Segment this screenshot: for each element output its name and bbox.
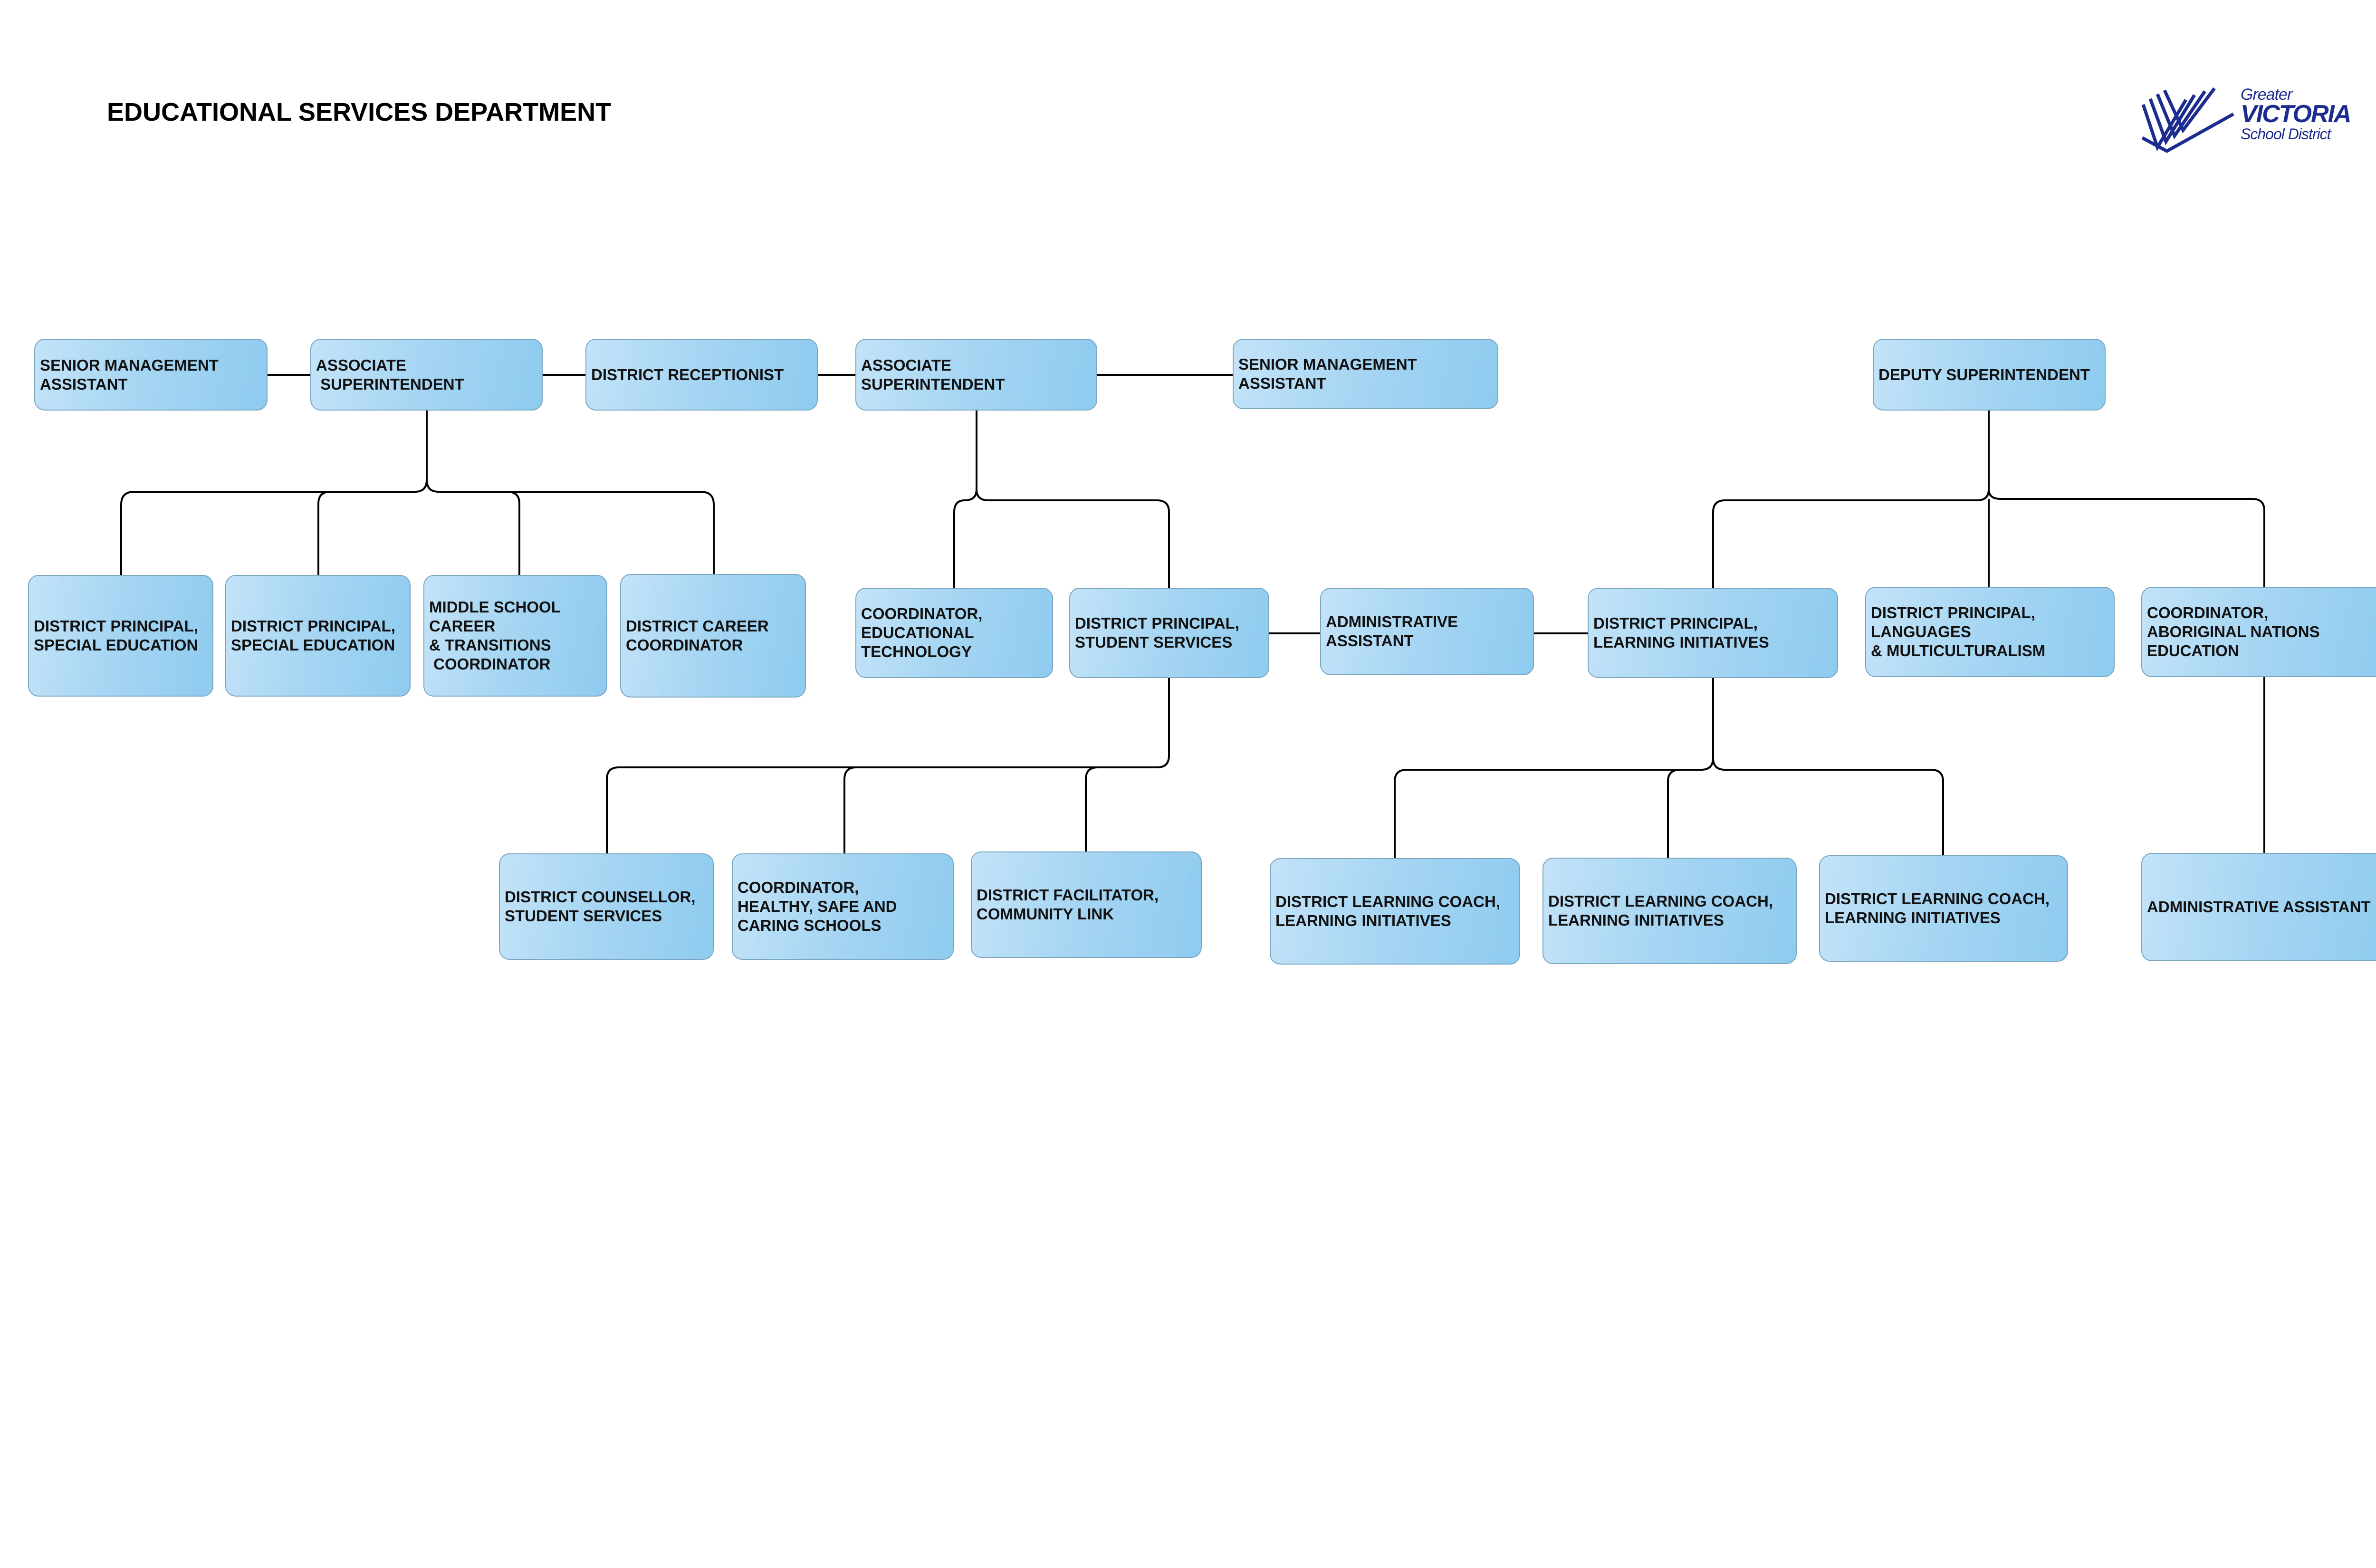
associate-superintendent-middle: ASSOCIATE SUPERINTENDENT: [855, 339, 1097, 411]
senior-management-assistant-middle: SENIOR MANAGEMENT ASSISTANT: [1233, 339, 1498, 409]
district-principal-special-education-1: DISTRICT PRINCIPAL, SPECIAL EDUCATION: [28, 575, 213, 697]
middle-school-career-transitions-coordinator: MIDDLE SCHOOL CAREER & TRANSITIONS COORD…: [423, 575, 607, 697]
district-receptionist: DISTRICT RECEPTIONIST: [585, 339, 818, 411]
associate-superintendent-left: ASSOCIATE SUPERINTENDENT: [310, 339, 543, 411]
district-counsellor-student-services: DISTRICT COUNSELLOR, STUDENT SERVICES: [499, 853, 714, 960]
district-career-coordinator: DISTRICT CAREER COORDINATOR: [620, 574, 806, 698]
deputy-superintendent: DEPUTY SUPERINTENDENT: [1873, 339, 2106, 411]
district-principal-learning-initiatives: DISTRICT PRINCIPAL, LEARNING INITIATIVES: [1588, 588, 1838, 678]
coordinator-aboriginal-nations-education: COORDINATOR, ABORIGINAL NATIONS EDUCATIO…: [2141, 587, 2376, 677]
administrative-assistant-right: ADMINISTRATIVE ASSISTANT: [2141, 853, 2376, 961]
district-facilitator-community-link: DISTRICT FACILITATOR, COMMUNITY LINK: [971, 851, 1202, 958]
administrative-assistant-middle: ADMINISTRATIVE ASSISTANT: [1320, 588, 1534, 675]
district-learning-coach-2: DISTRICT LEARNING COACH, LEARNING INITIA…: [1542, 858, 1797, 964]
district-principal-languages-multiculturalism: DISTRICT PRINCIPAL, LANGUAGES & MULTICUL…: [1865, 587, 2115, 677]
district-learning-coach-1: DISTRICT LEARNING COACH, LEARNING INITIA…: [1270, 858, 1520, 965]
school-district-logo-icon: [2141, 87, 2234, 153]
district-principal-student-services: DISTRICT PRINCIPAL, STUDENT SERVICES: [1069, 588, 1269, 678]
coordinator-healthy-safe-caring-schools: COORDINATOR, HEALTHY, SAFE AND CARING SC…: [732, 853, 954, 960]
senior-management-assistant-left: SENIOR MANAGEMENT ASSISTANT: [34, 339, 268, 411]
logo-wordmark: Greater VICTORIA School District: [2241, 86, 2352, 143]
coordinator-educational-technology: COORDINATOR, EDUCATIONAL TECHNOLOGY: [855, 588, 1053, 678]
district-learning-coach-3: DISTRICT LEARNING COACH, LEARNING INITIA…: [1819, 855, 2068, 962]
page-title: EDUCATIONAL SERVICES DEPARTMENT: [107, 98, 612, 126]
district-principal-special-education-2: DISTRICT PRINCIPAL, SPECIAL EDUCATION: [225, 575, 411, 697]
